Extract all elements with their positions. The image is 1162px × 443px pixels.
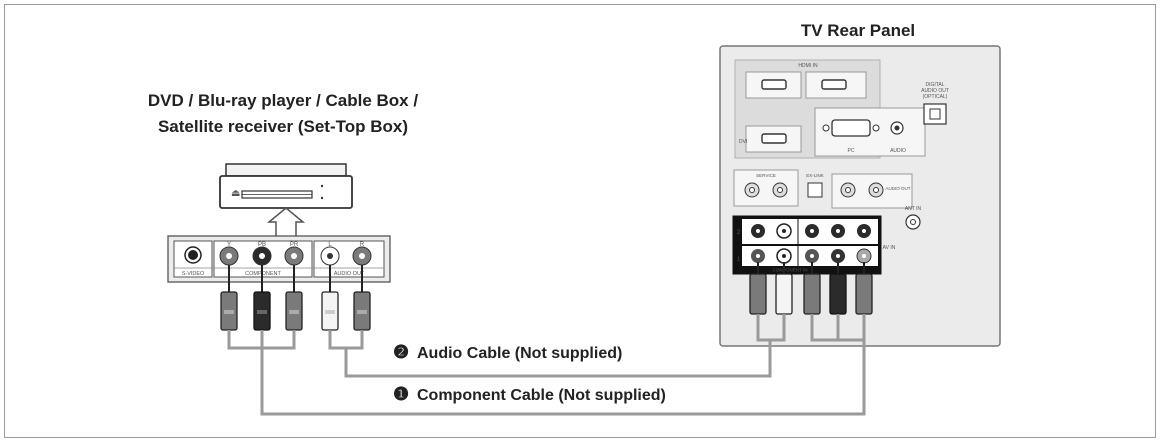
pc-audio-label: AUDIO — [890, 148, 906, 154]
set-top-box-icon: ⏏ — [219, 163, 353, 209]
component-cable-label: Component Cable (Not supplied) — [417, 387, 666, 404]
ex-link-label: EX-LINK — [806, 173, 824, 178]
jack-label-r: R — [360, 242, 365, 248]
component-cable-number: ❶ — [393, 384, 409, 404]
audio-out-label: AUDIO OUT — [334, 271, 365, 277]
device-plugs — [220, 265, 371, 331]
device-jack-pb — [252, 246, 272, 266]
row-label-2: 2 — [737, 230, 741, 236]
diagram-frame — [4, 4, 1156, 438]
device-jack-pr — [284, 246, 304, 266]
device-jack-r — [352, 246, 372, 266]
svideo-label: S-VIDEO — [182, 271, 205, 277]
up-arrow-icon — [266, 207, 306, 236]
audio-cable-device-bundle — [328, 330, 364, 350]
digital-audio-out-line1: DIGITAL — [925, 82, 944, 88]
component-cable-tv-bundle — [810, 314, 864, 342]
jack-label-pr: PR — [290, 242, 299, 248]
audio-cable-tv-bundle — [756, 314, 786, 342]
tv-rear-panel-title: TV Rear Panel — [801, 21, 915, 40]
component-cable-route — [260, 314, 866, 416]
av-in-label: AV IN — [883, 245, 896, 251]
jack-label-y: Y — [227, 242, 231, 248]
component-in-label: COMPONENT IN — [773, 268, 808, 273]
eject-icon: ⏏ — [231, 188, 240, 199]
pc-label: PC — [848, 148, 855, 154]
ant-in-label: ANT IN — [905, 206, 922, 212]
device-title-line2: Satellite receiver (Set-Top Box) — [158, 117, 408, 136]
plug-r — [353, 291, 371, 331]
component-label: COMPONENT — [245, 271, 281, 277]
device-jack-y — [219, 246, 239, 266]
plug-y — [220, 291, 238, 331]
service-label: SERVICE — [756, 173, 776, 178]
svideo-jack — [184, 246, 202, 264]
device-title-line1: DVD / Blu-ray player / Cable Box / — [148, 91, 418, 110]
row-label-1: 1 — [737, 257, 741, 263]
jack-label-pb: PB — [258, 242, 266, 248]
audio-cable-route — [344, 340, 772, 378]
hdmi-in-label: HDMI IN — [798, 63, 818, 69]
jack-label-l: L — [328, 242, 332, 248]
plug-l — [321, 291, 339, 331]
audio-out-tv-label: AUDIO OUT — [885, 186, 910, 191]
plug-pb — [253, 291, 271, 331]
tv-rear-panel: HDMI IN DVI PC AUDIO DIGITAL AUDIO OUT (… — [719, 45, 1001, 347]
tv-plugs — [749, 262, 873, 315]
plug-pr — [285, 291, 303, 331]
cable-routes — [227, 314, 866, 416]
digital-audio-out-line3: (OPTICAL) — [923, 94, 948, 100]
dvi-label: DVI — [739, 139, 747, 145]
digital-audio-out-line2: AUDIO OUT — [921, 88, 949, 94]
audio-cable-label: Audio Cable (Not supplied) — [417, 345, 622, 362]
device-jack-l — [320, 246, 340, 266]
audio-cable-number: ❷ — [393, 342, 409, 362]
